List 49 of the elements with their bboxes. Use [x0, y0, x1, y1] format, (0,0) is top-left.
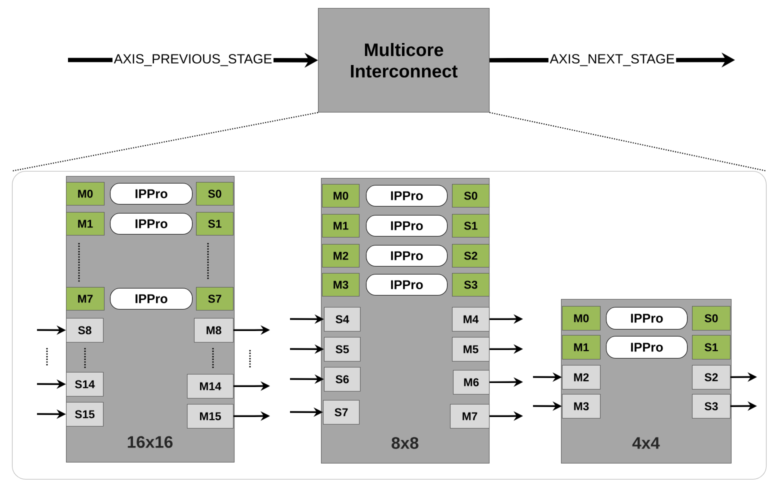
port-box: M7 [450, 404, 490, 429]
port-box: M0 [66, 182, 105, 206]
processor-pill: IPPro [110, 183, 193, 205]
port-box: S6 [324, 367, 361, 392]
port-box: M2 [322, 244, 360, 268]
processor-pill: IPPro [606, 307, 688, 330]
port-box: S8 [66, 318, 104, 343]
port-box: M0 [562, 306, 601, 331]
port-box: S7 [323, 400, 360, 425]
port-box: M14 [187, 374, 234, 399]
port-box: M3 [322, 273, 360, 297]
port-box: S0 [196, 182, 234, 206]
port-box: M1 [66, 212, 105, 236]
port-box: M0 [322, 184, 360, 208]
port-box: M6 [453, 370, 490, 395]
processor-pill: IPPro [366, 245, 448, 267]
port-box: S5 [324, 337, 361, 362]
port-box: M4 [452, 307, 490, 332]
port-box: S15 [66, 402, 104, 427]
port-box: S1 [692, 335, 731, 360]
port-box: M2 [562, 365, 601, 390]
port-box: S1 [452, 214, 490, 238]
port-box: S0 [452, 184, 490, 208]
port-box: M7 [66, 287, 105, 311]
processor-pill: IPPro [366, 274, 448, 296]
port-box: M8 [194, 318, 234, 343]
port-box: S3 [452, 273, 490, 297]
processor-pill: IPPro [366, 185, 448, 207]
port-box: S4 [324, 307, 361, 332]
edge-label: AXIS_NEXT_STAGE [548, 52, 676, 68]
processor-pill: IPPro [110, 288, 193, 310]
port-box: M5 [452, 337, 490, 362]
zoom-panel [12, 171, 767, 480]
port-box: M3 [562, 394, 601, 419]
port-box: S0 [692, 306, 731, 331]
port-box: M1 [562, 335, 601, 360]
port-box: M1 [322, 214, 360, 238]
port-box: M15 [187, 404, 234, 429]
process-box: Multicore Interconnect [318, 8, 490, 113]
processor-pill: IPPro [366, 215, 448, 237]
port-box: S3 [692, 394, 731, 419]
port-box: S14 [66, 372, 104, 397]
processor-pill: IPPro [606, 336, 688, 359]
port-box: S1 [196, 212, 234, 236]
port-box: S2 [692, 365, 731, 390]
port-box: S2 [452, 244, 490, 268]
port-box: S7 [196, 287, 234, 311]
processor-pill: IPPro [110, 213, 193, 235]
edge-label: AXIS_PREVIOUS_STAGE [112, 52, 274, 68]
